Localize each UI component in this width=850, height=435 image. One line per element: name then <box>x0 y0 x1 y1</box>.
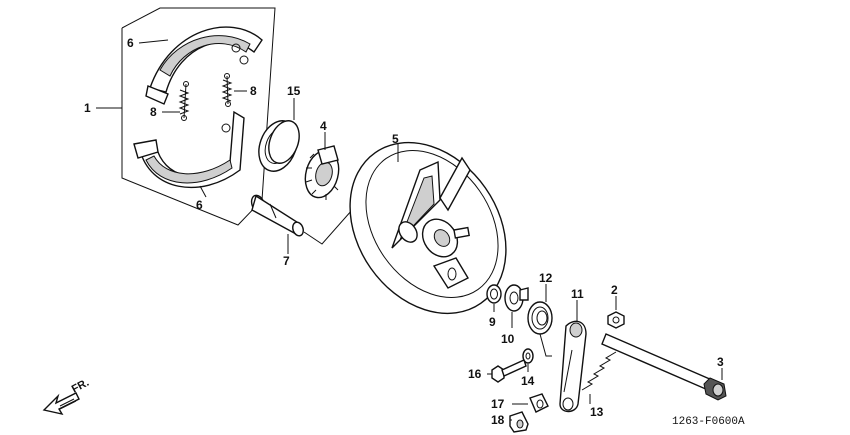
spring-left <box>178 81 190 121</box>
brake-arm-return-spring <box>527 301 553 357</box>
callout-8a: 8 <box>150 105 157 119</box>
callout-6a: 6 <box>127 36 134 50</box>
brake-arm-bolt <box>491 359 527 383</box>
callout-13: 13 <box>590 405 604 419</box>
wave-washer <box>522 348 534 364</box>
callout-12: 12 <box>539 271 553 285</box>
callout-14: 14 <box>521 374 535 388</box>
callout-18: 18 <box>491 413 505 427</box>
brake-arm <box>559 320 587 413</box>
axle-nut <box>607 311 625 329</box>
front-axle <box>601 333 727 401</box>
callout-17: 17 <box>491 397 505 411</box>
direction-label: FR. <box>70 377 91 396</box>
oil-seal <box>258 120 300 172</box>
callout-2: 2 <box>611 283 618 297</box>
callout-9: 9 <box>489 315 496 329</box>
brake-cam-shaft <box>250 194 304 237</box>
callout-1: 1 <box>84 101 91 115</box>
brake-shoe-lower <box>133 110 245 189</box>
front-direction-arrow <box>42 392 80 416</box>
brake-rod-spring <box>581 351 617 391</box>
brake-shoe-upper <box>145 26 263 105</box>
callout-7: 7 <box>283 254 290 268</box>
wear-indicator-plate <box>504 284 529 312</box>
adjusting-nut <box>509 411 529 433</box>
dust-seal <box>486 284 502 304</box>
callout-4: 4 <box>320 119 327 133</box>
callout-10: 10 <box>501 332 515 346</box>
brake-rod-joint <box>529 393 549 413</box>
leader-6b <box>199 185 207 198</box>
spring-right <box>221 73 233 107</box>
callout-15: 15 <box>287 84 301 98</box>
brake-shoe-group: 1 6 6 8 <box>84 7 276 226</box>
callout-8b: 8 <box>250 84 257 98</box>
brake-panel <box>349 141 507 315</box>
callout-5: 5 <box>392 132 399 146</box>
leader-6a <box>138 39 169 44</box>
diagram-code: 1263-F0600A <box>672 416 745 428</box>
callout-6b: 6 <box>196 198 203 212</box>
callout-3: 3 <box>717 355 724 369</box>
callout-16: 16 <box>468 367 482 381</box>
speedometer-gear <box>304 145 340 200</box>
callout-11: 11 <box>571 287 584 301</box>
